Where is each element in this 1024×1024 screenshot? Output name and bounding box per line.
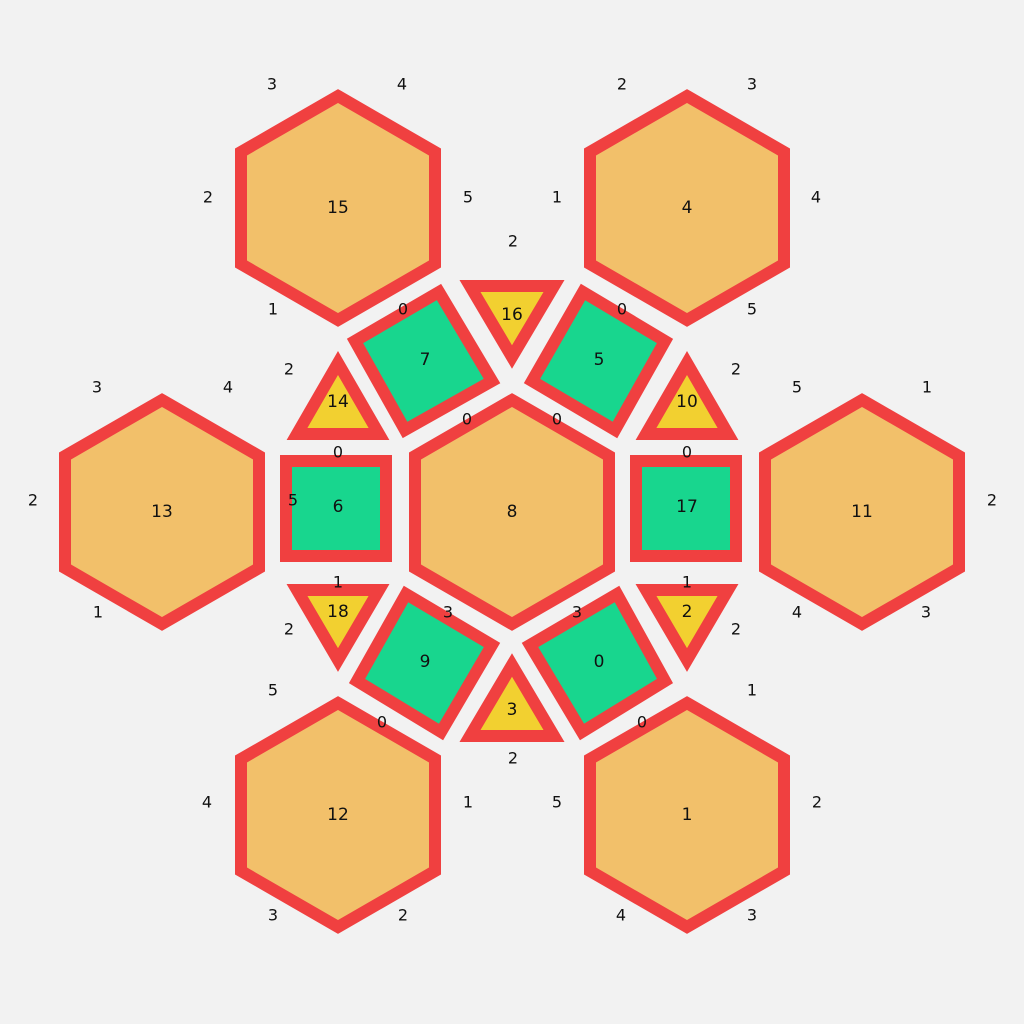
tile-id-label-14: 14 <box>327 392 349 412</box>
edge-label-15-1: 1 <box>268 300 278 319</box>
edge-label-15-3: 3 <box>267 75 277 94</box>
edge-label-2-2: 2 <box>731 620 741 639</box>
square-tile-5 <box>523 283 674 439</box>
hexagon-tile-13 <box>59 393 265 631</box>
hexagon-tile-8 <box>409 393 615 631</box>
tile-id-label-12: 12 <box>327 805 349 825</box>
edge-label-12-0: 0 <box>377 713 387 732</box>
tile-id-label-1: 1 <box>682 805 693 825</box>
edge-label-10-2: 2 <box>731 360 741 379</box>
edge-label-3-2: 2 <box>508 749 518 768</box>
edge-label-18-2: 2 <box>284 620 294 639</box>
edge-label-13-1: 1 <box>93 603 103 622</box>
edge-label-4-5: 5 <box>747 300 757 319</box>
tile-id-label-15: 15 <box>327 198 349 218</box>
edge-label-8-4: 3 <box>572 603 582 622</box>
tile-id-label-5: 5 <box>594 350 605 370</box>
edge-label-4-4: 4 <box>811 188 821 207</box>
square-tile-9 <box>348 585 501 741</box>
tile-id-label-9: 9 <box>420 652 431 672</box>
tile-id-label-17: 17 <box>676 497 698 517</box>
edge-label-11-5: 4 <box>792 603 802 622</box>
edge-label-8-1: 0 <box>462 410 472 429</box>
tile-id-label-0: 0 <box>594 652 605 672</box>
square-tile-0 <box>521 585 674 741</box>
edge-label-15-2: 2 <box>203 188 213 207</box>
edge-label-11-3: 2 <box>987 491 997 510</box>
edge-label-14-2: 2 <box>284 360 294 379</box>
tile-id-label-2: 2 <box>682 602 693 622</box>
hexagon-tile-15 <box>235 89 441 327</box>
hexagon-tile-1 <box>584 696 790 934</box>
tile-id-label-16: 16 <box>501 305 523 325</box>
tile-id-label-18: 18 <box>327 602 349 622</box>
edge-label-11-4: 3 <box>921 603 931 622</box>
hexagon-tile-4 <box>584 89 790 327</box>
edge-label-6-0: 0 <box>333 443 343 462</box>
edge-label-15-4: 4 <box>397 75 407 94</box>
tile-id-label-10: 10 <box>676 392 698 412</box>
tile-id-label-13: 13 <box>151 502 173 522</box>
tile-id-label-7: 7 <box>420 350 431 370</box>
edge-label-15-0: 0 <box>398 300 408 319</box>
edge-label-11-1: 5 <box>792 378 802 397</box>
tile-id-label-11: 11 <box>851 502 873 522</box>
edge-label-13-5: 5 <box>288 491 298 510</box>
edge-label-12-2: 2 <box>398 906 408 925</box>
edge-label-8-2: 3 <box>443 603 453 622</box>
edge-label-1-0: 0 <box>637 713 647 732</box>
hexagon-tile-11 <box>759 393 965 631</box>
square-tile-7 <box>346 283 501 439</box>
edge-label-17-1: 1 <box>682 573 692 592</box>
edge-label-13-4: 4 <box>223 378 233 397</box>
edge-label-12-3: 3 <box>268 906 278 925</box>
edge-label-1-1: 1 <box>747 681 757 700</box>
edge-label-13-3: 3 <box>92 378 102 397</box>
triangle-tile-2 <box>635 584 739 672</box>
triangle-tile-16 <box>459 280 565 369</box>
edge-label-13-2: 2 <box>28 491 38 510</box>
edge-label-1-5: 5 <box>552 793 562 812</box>
tile-id-label-6: 6 <box>333 497 344 517</box>
edge-label-15-5: 5 <box>463 188 473 207</box>
tile-id-label-3: 3 <box>507 700 518 720</box>
edge-label-1-3: 3 <box>747 906 757 925</box>
triangle-tile-18 <box>286 584 390 672</box>
edge-label-4-1: 1 <box>552 188 562 207</box>
tile-id-label-4: 4 <box>682 198 693 218</box>
edge-label-17-0: 0 <box>682 443 692 462</box>
tile-id-label-8: 8 <box>507 502 518 522</box>
square-tile-6 <box>280 455 392 562</box>
triangle-tile-3 <box>459 653 565 742</box>
square-tile-17 <box>630 455 742 562</box>
edge-label-4-3: 3 <box>747 75 757 94</box>
edge-label-6-1: 1 <box>333 573 343 592</box>
hexagon-tile-12 <box>235 696 441 934</box>
edge-label-11-2: 1 <box>922 378 932 397</box>
triangle-tile-10 <box>635 351 739 440</box>
edge-label-1-4: 4 <box>616 906 626 925</box>
edge-label-1-2: 2 <box>812 793 822 812</box>
edge-label-12-5: 5 <box>268 681 278 700</box>
edge-label-12-1: 1 <box>463 793 473 812</box>
edge-label-8-0: 0 <box>552 410 562 429</box>
edge-label-12-4: 4 <box>202 793 212 812</box>
triangle-tile-14 <box>286 351 390 440</box>
edge-label-4-0: 0 <box>617 300 627 319</box>
tiles-layer <box>59 89 965 934</box>
edge-label-4-2: 2 <box>617 75 627 94</box>
edge-label-16-2: 2 <box>508 232 518 251</box>
